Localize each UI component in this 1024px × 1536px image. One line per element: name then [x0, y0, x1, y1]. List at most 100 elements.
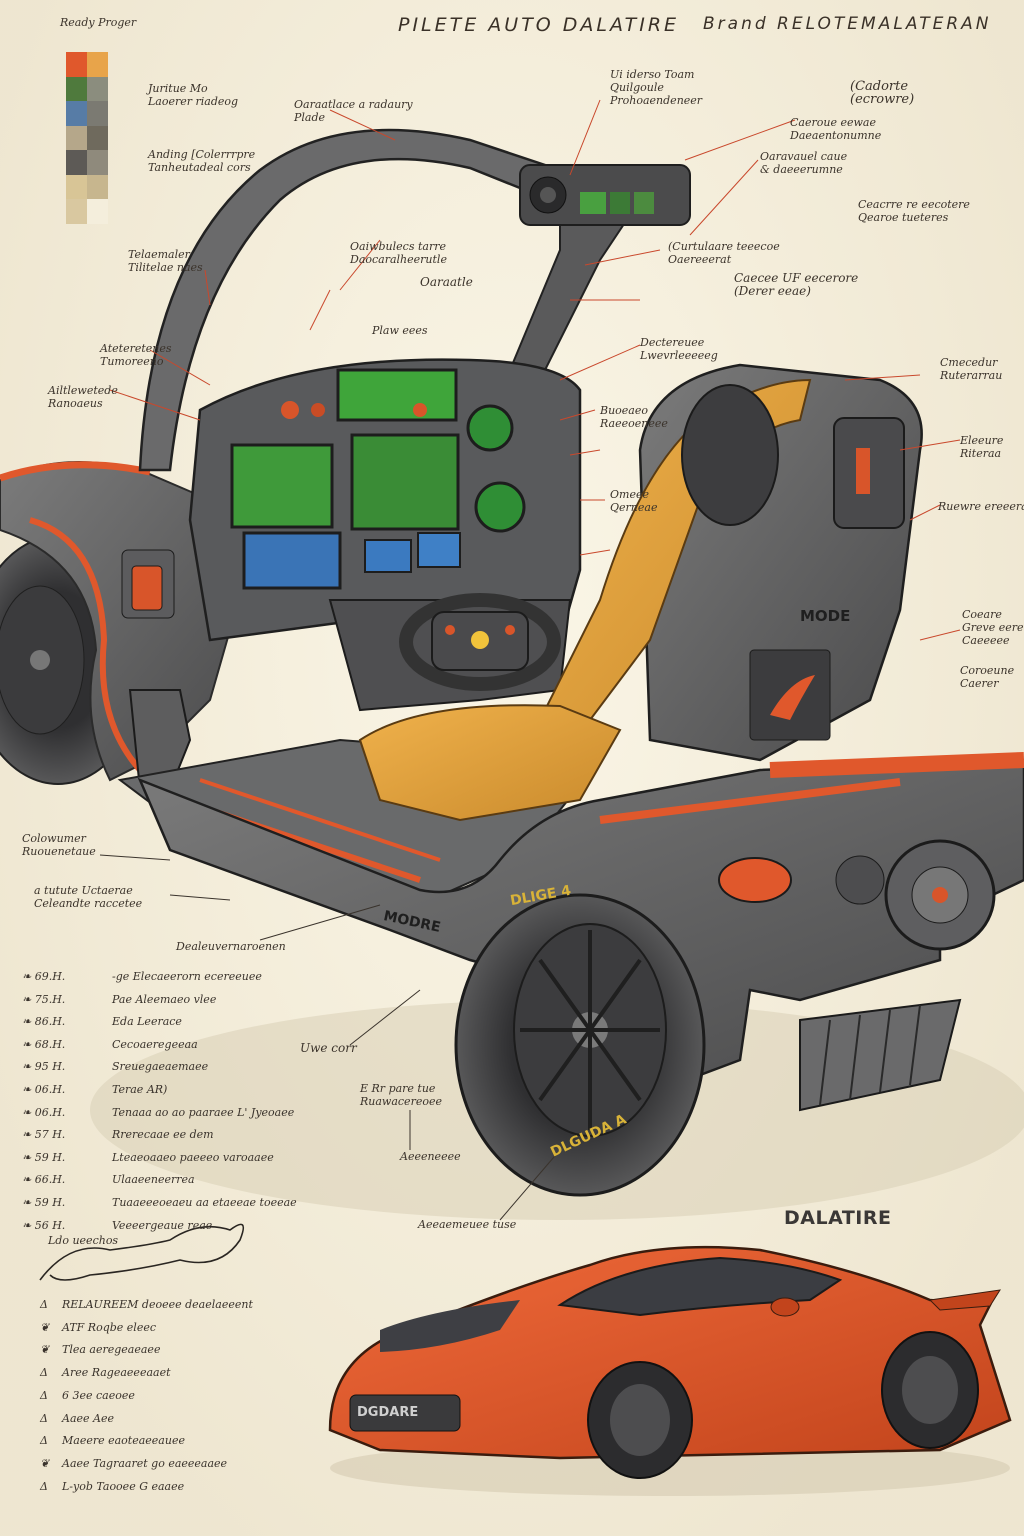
bullet-text: 6 3ee caeoee	[62, 1388, 135, 1402]
note-center-1: Dealeuvernaroenen	[176, 940, 286, 953]
bullet-text: Tlea aeregeaeaee	[62, 1343, 161, 1357]
spec-code: ❧ 75.H.	[22, 992, 66, 1006]
color-swatch	[66, 52, 87, 77]
color-swatch	[66, 125, 87, 150]
bullet-row: Δ L-yob Taooee G eaaee	[40, 1476, 253, 1499]
spec-row: ❧ 59 H.Lteaeoaaeo paeeeo varoaaee	[22, 1147, 297, 1170]
color-swatch	[87, 52, 108, 77]
overhead-module	[519, 164, 691, 226]
bullet-mark: Δ	[40, 1479, 48, 1493]
spec-code: ❧ 95 H.	[22, 1060, 66, 1074]
spec-text: Cecoaeregeeaa	[112, 1037, 198, 1051]
color-swatch	[87, 150, 108, 175]
bullet-row: ❦ Tlea aeregeaeaee	[40, 1339, 253, 1362]
annotation-leaders-dark	[99, 854, 561, 1221]
bullet-row: Δ 6 3ee caeoee	[40, 1385, 253, 1408]
spec-row: ❧ 75.H. Pae Aleemaeo vlee	[22, 989, 297, 1012]
note-right-3: Oaravauel caue& daeeerumne	[760, 150, 848, 176]
steering-wheel	[399, 593, 561, 691]
note-center-4: Aeeeneeee	[400, 1150, 461, 1163]
note-right-6: Caecee UF eecerore(Derer eeae)	[734, 271, 859, 298]
bullet-row: Δ Maeere eaoteaeeauee	[40, 1430, 253, 1453]
radar-gauge-top	[466, 404, 514, 452]
spec-text: Rrerecaae ee dem	[112, 1128, 214, 1142]
color-swatch	[87, 76, 108, 101]
spec-list: ❧ 69.H.-ge Elecaeerorn ecereeuee ❧ 75.H. P…	[22, 966, 297, 1237]
color-swatches	[66, 52, 108, 224]
note-right-1: (Cadorte(ecrowre)	[850, 79, 915, 107]
spec-code: ❧ 56 H.	[22, 1218, 66, 1232]
bullet-mark: Δ	[40, 1388, 48, 1402]
bullet-mark: Δ	[40, 1434, 48, 1448]
color-swatch	[66, 174, 87, 199]
rear-wheel	[454, 893, 706, 1197]
spec-text: Sreuegaeaemaee	[112, 1060, 209, 1074]
bullet-row: ❦ATF Roqbe eleec	[40, 1317, 253, 1340]
sports-car-render	[328, 1245, 1012, 1496]
screen-center-green	[350, 433, 460, 531]
color-swatch	[87, 199, 108, 224]
bullet-text: L-yob Taooee G eaaee	[62, 1479, 185, 1493]
spec-text: Tuaaeeeoeaeu aa etaeeae toeeae	[112, 1195, 297, 1209]
bullet-row: ❦Aaee Tagraaret go eaeeeaaee	[40, 1453, 253, 1476]
bullet-text: Maeere eaoteaeeauee	[62, 1434, 185, 1448]
spec-code: ❧ 59 H.	[22, 1195, 66, 1209]
spec-code: ❧ 69.H.	[22, 970, 66, 983]
signature-label: Ldo ueechos	[48, 1234, 119, 1247]
page-title-right: Brand RELOTEMALATERAN	[703, 14, 992, 34]
spec-code: ❧ 86.H.	[22, 1015, 66, 1029]
spec-code: ❧ 57 H.	[22, 1128, 66, 1142]
color-swatch	[87, 174, 108, 199]
spec-code: ❧ 59 H.	[22, 1150, 66, 1164]
rear-hub	[835, 839, 996, 951]
color-swatch	[66, 150, 87, 175]
screen-left-blue	[242, 531, 342, 590]
bullet-mark: ❦	[40, 1456, 50, 1470]
spec-code: ❧ 06.H.	[22, 1082, 66, 1096]
bullet-mark: ❦	[40, 1343, 50, 1357]
note-top-4: Oaraatle	[420, 275, 473, 289]
spec-text: Pae Aleemaeo vlee	[112, 992, 217, 1006]
spec-row: ❧ 69.H.-ge Elecaeerorn ecereeuee	[22, 966, 297, 989]
note-center-2: Uwe corr	[300, 1041, 357, 1055]
color-swatch	[66, 101, 87, 126]
color-swatch	[66, 199, 87, 224]
seat-badge: MODE	[800, 607, 851, 625]
spec-row: ❧ 86.H.Eda Leerace	[22, 1011, 297, 1034]
color-swatch	[87, 101, 108, 126]
front-orange-stripe	[0, 461, 151, 482]
screen-left-green	[230, 443, 334, 529]
spec-row: ❧ 95 H. Sreuegaeaemaee	[22, 1056, 297, 1079]
bullet-text: RELAUREEM deoeee deaelaeeent	[62, 1298, 253, 1311]
header-scribble: Ready Proger	[60, 16, 137, 29]
color-swatch	[87, 125, 108, 150]
annotation-leaders	[109, 99, 961, 641]
brand-name: DALATIRE	[784, 1207, 892, 1229]
spec-code: ❧ 66.H.	[22, 1173, 66, 1187]
spec-text: Tenaaa ao ao paaraee L' Jyeoaee	[112, 1105, 295, 1119]
spec-row: ❧ 56 H.Veeeergeaue reae	[22, 1215, 297, 1238]
radar-gauge-bottom	[474, 481, 526, 533]
screen-small-blue-1	[364, 539, 412, 573]
racing-seat	[358, 363, 923, 822]
spec-row: ❧ 06.H.Terae AR)	[22, 1079, 297, 1102]
